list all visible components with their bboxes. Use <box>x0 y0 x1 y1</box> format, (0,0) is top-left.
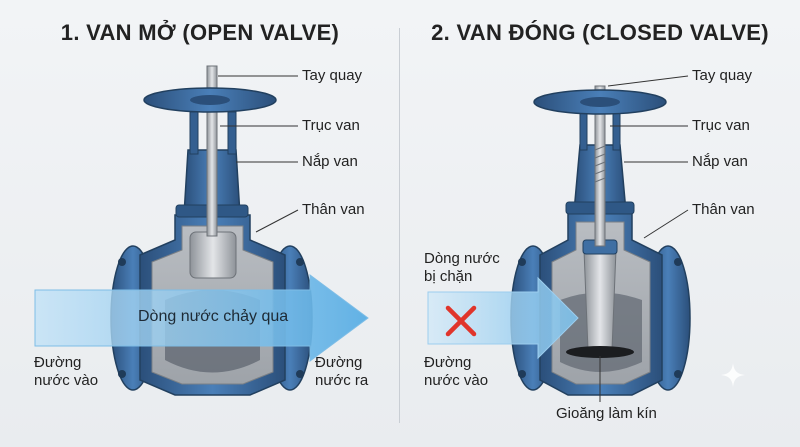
sparkle-icon <box>721 363 745 387</box>
closed-label-handwheel: Tay quay <box>692 67 753 84</box>
open-label-stem: Trục van <box>302 117 360 134</box>
closed-valve-panel: 2. VAN ĐÓNG (CLOSED VALVE) <box>400 0 800 447</box>
closed-label-seal: Gioăng làm kín <box>556 405 657 422</box>
closed-label-blocked: Dòng nước bị chặn <box>424 250 500 285</box>
open-label-flow: Dòng nước chảy qua <box>138 308 289 325</box>
seal-gasket <box>566 346 634 358</box>
closed-valve-drawing <box>427 75 691 402</box>
blocked-flow-arrow <box>427 276 579 360</box>
open-valve-title: 1. VAN MỞ (OPEN VALVE) <box>60 20 340 45</box>
flow-arrow <box>34 274 369 362</box>
gate-disc-lowered <box>583 249 617 351</box>
close-x-icon <box>445 305 477 337</box>
open-valve-drawing <box>34 65 369 396</box>
open-label-bonnet: Nắp van <box>302 153 358 170</box>
open-label-outlet: Đường nước ra <box>315 354 369 389</box>
closed-label-body: Thân van <box>692 201 755 218</box>
open-label-handwheel: Tay quay <box>302 67 363 84</box>
open-label-inlet: Đường nước vào <box>34 354 99 389</box>
open-valve-panel: 1. VAN MỞ (OPEN VALVE) <box>60 20 340 45</box>
open-label-body: Thân van <box>302 201 365 218</box>
closed-label-bonnet: Nắp van <box>692 153 748 170</box>
gate-disc-raised <box>189 231 237 279</box>
closed-label-inlet: Đường nước vào <box>424 354 489 389</box>
closed-valve-title: 2. VAN ĐÓNG (CLOSED VALVE) <box>431 20 769 45</box>
panel-divider <box>399 28 400 423</box>
stem <box>206 65 218 237</box>
closed-label-stem: Trục van <box>692 117 750 134</box>
